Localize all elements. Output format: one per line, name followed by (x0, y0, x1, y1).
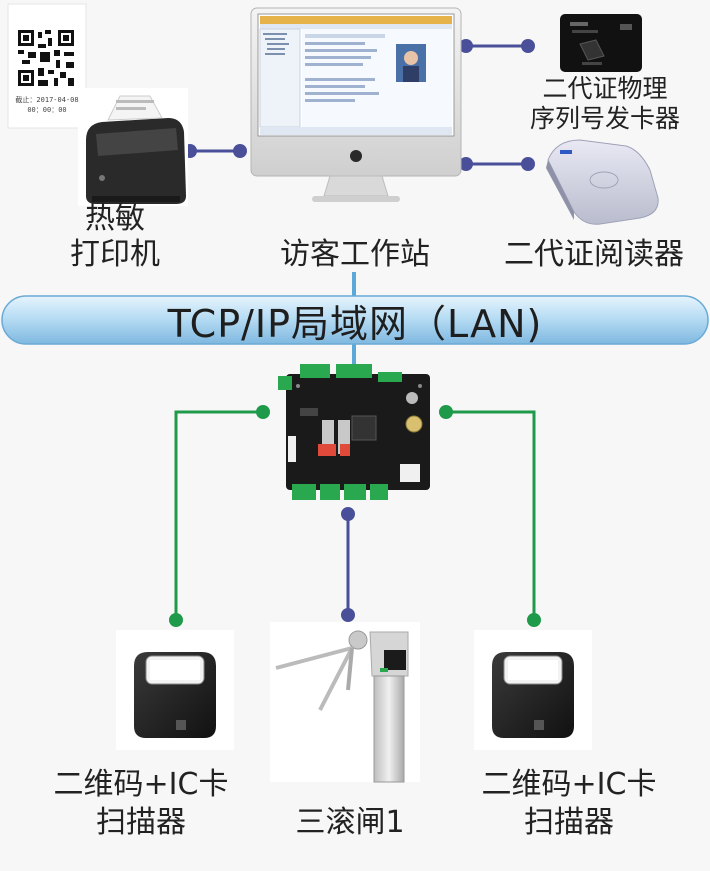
printer-label-line2: 打印机 (70, 237, 160, 272)
link-dot (521, 39, 535, 53)
scanner-left-label-line2: 扫描器 (96, 805, 186, 840)
qr-code-icon (18, 30, 74, 86)
link-dot (341, 507, 355, 521)
link-dot (459, 39, 473, 53)
qr-expiry-date: 截止：2017-04-08 (15, 96, 79, 104)
lan-label: TCP/IP局域网（LAN) (167, 302, 543, 346)
qr-expiry-time: 00：00：00 (27, 106, 67, 114)
link-dot (341, 608, 355, 622)
link-dot (459, 157, 473, 171)
link-controller-scanner-right (446, 410, 536, 620)
card-issuer-icon (560, 14, 642, 72)
link-controller-scanner-left (174, 410, 263, 620)
qr-scanner-icon-right (474, 630, 592, 750)
controller-board-icon (278, 364, 430, 500)
scanner-left-label-line1: 二维码+IC卡 (53, 767, 229, 802)
id-reader-label: 二代证阅读器 (504, 237, 684, 272)
card-issuer-label-line1: 二代证物理 (542, 74, 668, 103)
card-issuer-label-line2: 序列号发卡器 (529, 104, 680, 133)
printer-label-line1: 热敏 (85, 201, 145, 236)
link-dot (233, 144, 247, 158)
monitor-icon (250, 7, 462, 202)
qr-scanner-icon (116, 630, 234, 750)
link-dot (521, 157, 535, 171)
link-dot (439, 405, 453, 419)
workstation-label: 访客工作站 (280, 237, 430, 272)
lan-bar (1, 295, 709, 345)
tripod-turnstile-icon (270, 622, 420, 783)
id-card-reader-icon (546, 139, 659, 225)
scanner-right-label-line2: 扫描器 (524, 805, 614, 840)
thermal-printer-icon (78, 88, 188, 206)
link-dot (256, 405, 270, 419)
link-dot (169, 613, 183, 627)
turnstile-label: 三滚闸1 (295, 805, 405, 840)
scanner-right-label-line1: 二维码+IC卡 (481, 767, 657, 802)
connectors (169, 39, 541, 627)
link-dot (527, 613, 541, 627)
qr-ticket (7, 3, 87, 129)
